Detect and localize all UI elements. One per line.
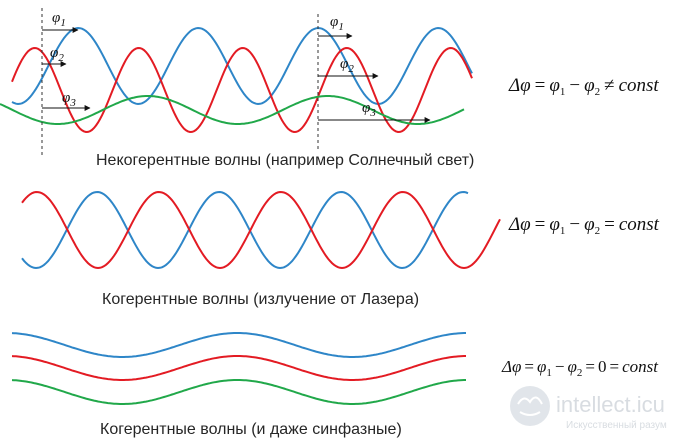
left-phi2-label: φ2 [50,45,64,64]
in-phase-caption: Когерентные волны (и даже синфазные) [100,421,402,438]
incoherent-wave-green [0,95,465,125]
left-phi1-label: φ1 [52,10,66,29]
coherent-caption: Когерентные волны (излучение от Лазера) [102,291,419,308]
coherent-wave-red [21,190,501,270]
brain-icon-folds [517,396,543,416]
watermark-tagline: Искусственный разум [566,420,667,431]
in-phase-wave-blue [11,332,466,358]
in-phase-wave-red [11,355,466,381]
watermark: intellect.icu Искусственный разум [510,386,667,431]
in-phase-wave-green [11,379,466,405]
in-phase-panel: Когерентные волны (и даже синфазные) Δφ=… [11,332,659,438]
coherent-formula: Δφ=φ1−φ2=const [508,214,660,237]
right-phi1-label: φ1 [330,14,344,33]
incoherent-panel: φ1 φ2 φ3 φ1 φ2 φ3 Некогерентные волны (н… [0,8,659,169]
watermark-brand: intellect.icu [556,392,665,417]
incoherent-wave-blue [11,26,473,106]
incoherent-formula: Δφ=φ1−φ2≠const [508,75,659,98]
brain-icon [510,386,550,426]
coherent-panel: Когерентные волны (излучение от Лазера) … [21,190,660,308]
incoherent-wave-red [11,46,473,134]
incoherent-caption: Некогерентные волны (например Солнечный … [96,152,474,169]
right-phi2-label: φ2 [340,56,354,75]
right-phi3-label: φ3 [362,100,376,119]
in-phase-formula: Δφ=φ1−φ2=0=const [501,357,659,379]
coherent-wave-blue [21,190,469,270]
left-phi3-label: φ3 [62,90,76,109]
